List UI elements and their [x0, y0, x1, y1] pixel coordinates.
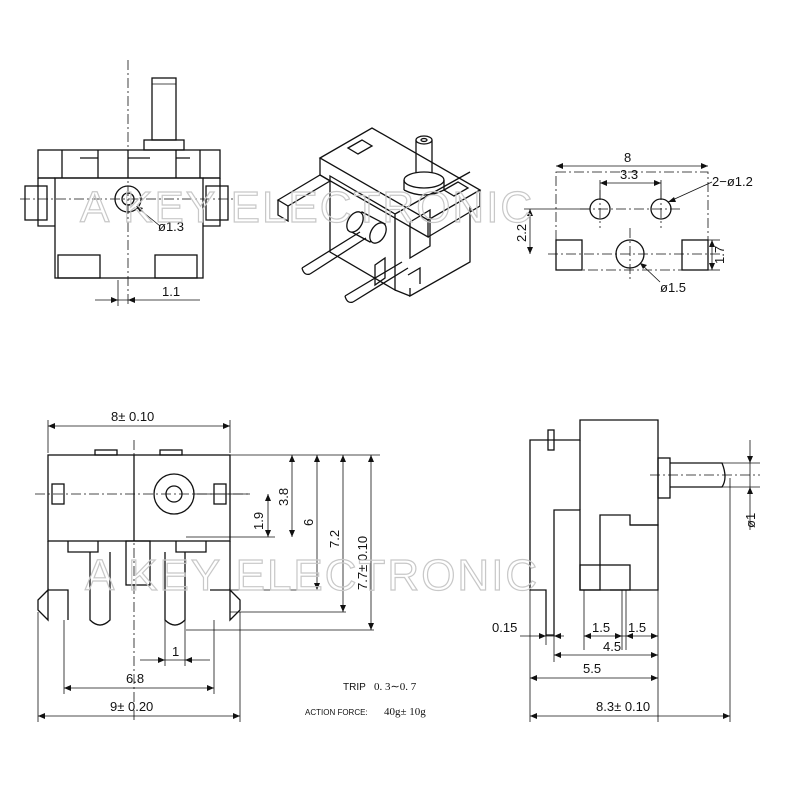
- fv-h2: 3.8: [276, 488, 291, 506]
- front-view: 8± 0.10 1.9 3.8 6 7.2 7.7± 0.10: [35, 409, 380, 722]
- spec-notes: TRIP 0. 3∼0. 7 ACTION FORCE: 40g± 10g: [305, 681, 426, 718]
- hole-dia-label: ø1.3: [158, 219, 184, 234]
- action-force-value: 40g± 10g: [384, 706, 426, 718]
- sv-d2: 1.5: [592, 620, 610, 635]
- fp-small-holes: 2−ø1.2: [712, 174, 753, 189]
- fv-h5: 7.7± 0.10: [355, 536, 370, 590]
- fv-h4: 7.2: [327, 530, 342, 548]
- sv-d1: 0.15: [492, 620, 517, 635]
- pcb-footprint: 8 3.3 2−ø1.2 2.2 1.7 ø1.5: [514, 150, 753, 295]
- offset-label: 1.1: [162, 284, 180, 299]
- fv-h1: 1.9: [251, 512, 266, 530]
- fp-pitch: 3.3: [620, 167, 638, 182]
- sv-d4: 4.5: [603, 639, 621, 654]
- sv-actuator-dia: ø1: [743, 513, 758, 528]
- sv-depth: 8.3± 0.10: [596, 699, 650, 714]
- fv-pin-span: 6.8: [126, 671, 144, 686]
- fp-pad-height: 1.7: [712, 246, 727, 264]
- fp-width: 8: [624, 150, 631, 165]
- watermark-top: A KEY ELECTRONIC: [80, 183, 534, 232]
- fv-width: 8± 0.10: [111, 409, 154, 424]
- fp-center-hole: ø1.5: [660, 280, 686, 295]
- side-view: ø1 0.15 1.5 1.5 4.5 5.5: [492, 419, 760, 722]
- fv-h3: 6: [301, 519, 316, 526]
- fv-total-width: 9± 0.20: [110, 699, 153, 714]
- trip-value: 0. 3∼0. 7: [374, 681, 417, 693]
- front-view-top: ø1.3 1.1: [20, 60, 235, 306]
- sv-d3: 1.5: [628, 620, 646, 635]
- sv-d5: 5.5: [583, 661, 601, 676]
- fv-pin-width: 1: [172, 644, 179, 659]
- isometric-view: [276, 127, 482, 304]
- trip-label: TRIP: [343, 682, 366, 693]
- fp-row-offset: 2.2: [514, 224, 529, 242]
- watermark-bottom: A KEY ELECTRONIC: [85, 551, 539, 600]
- action-force-label: ACTION FORCE:: [305, 708, 368, 717]
